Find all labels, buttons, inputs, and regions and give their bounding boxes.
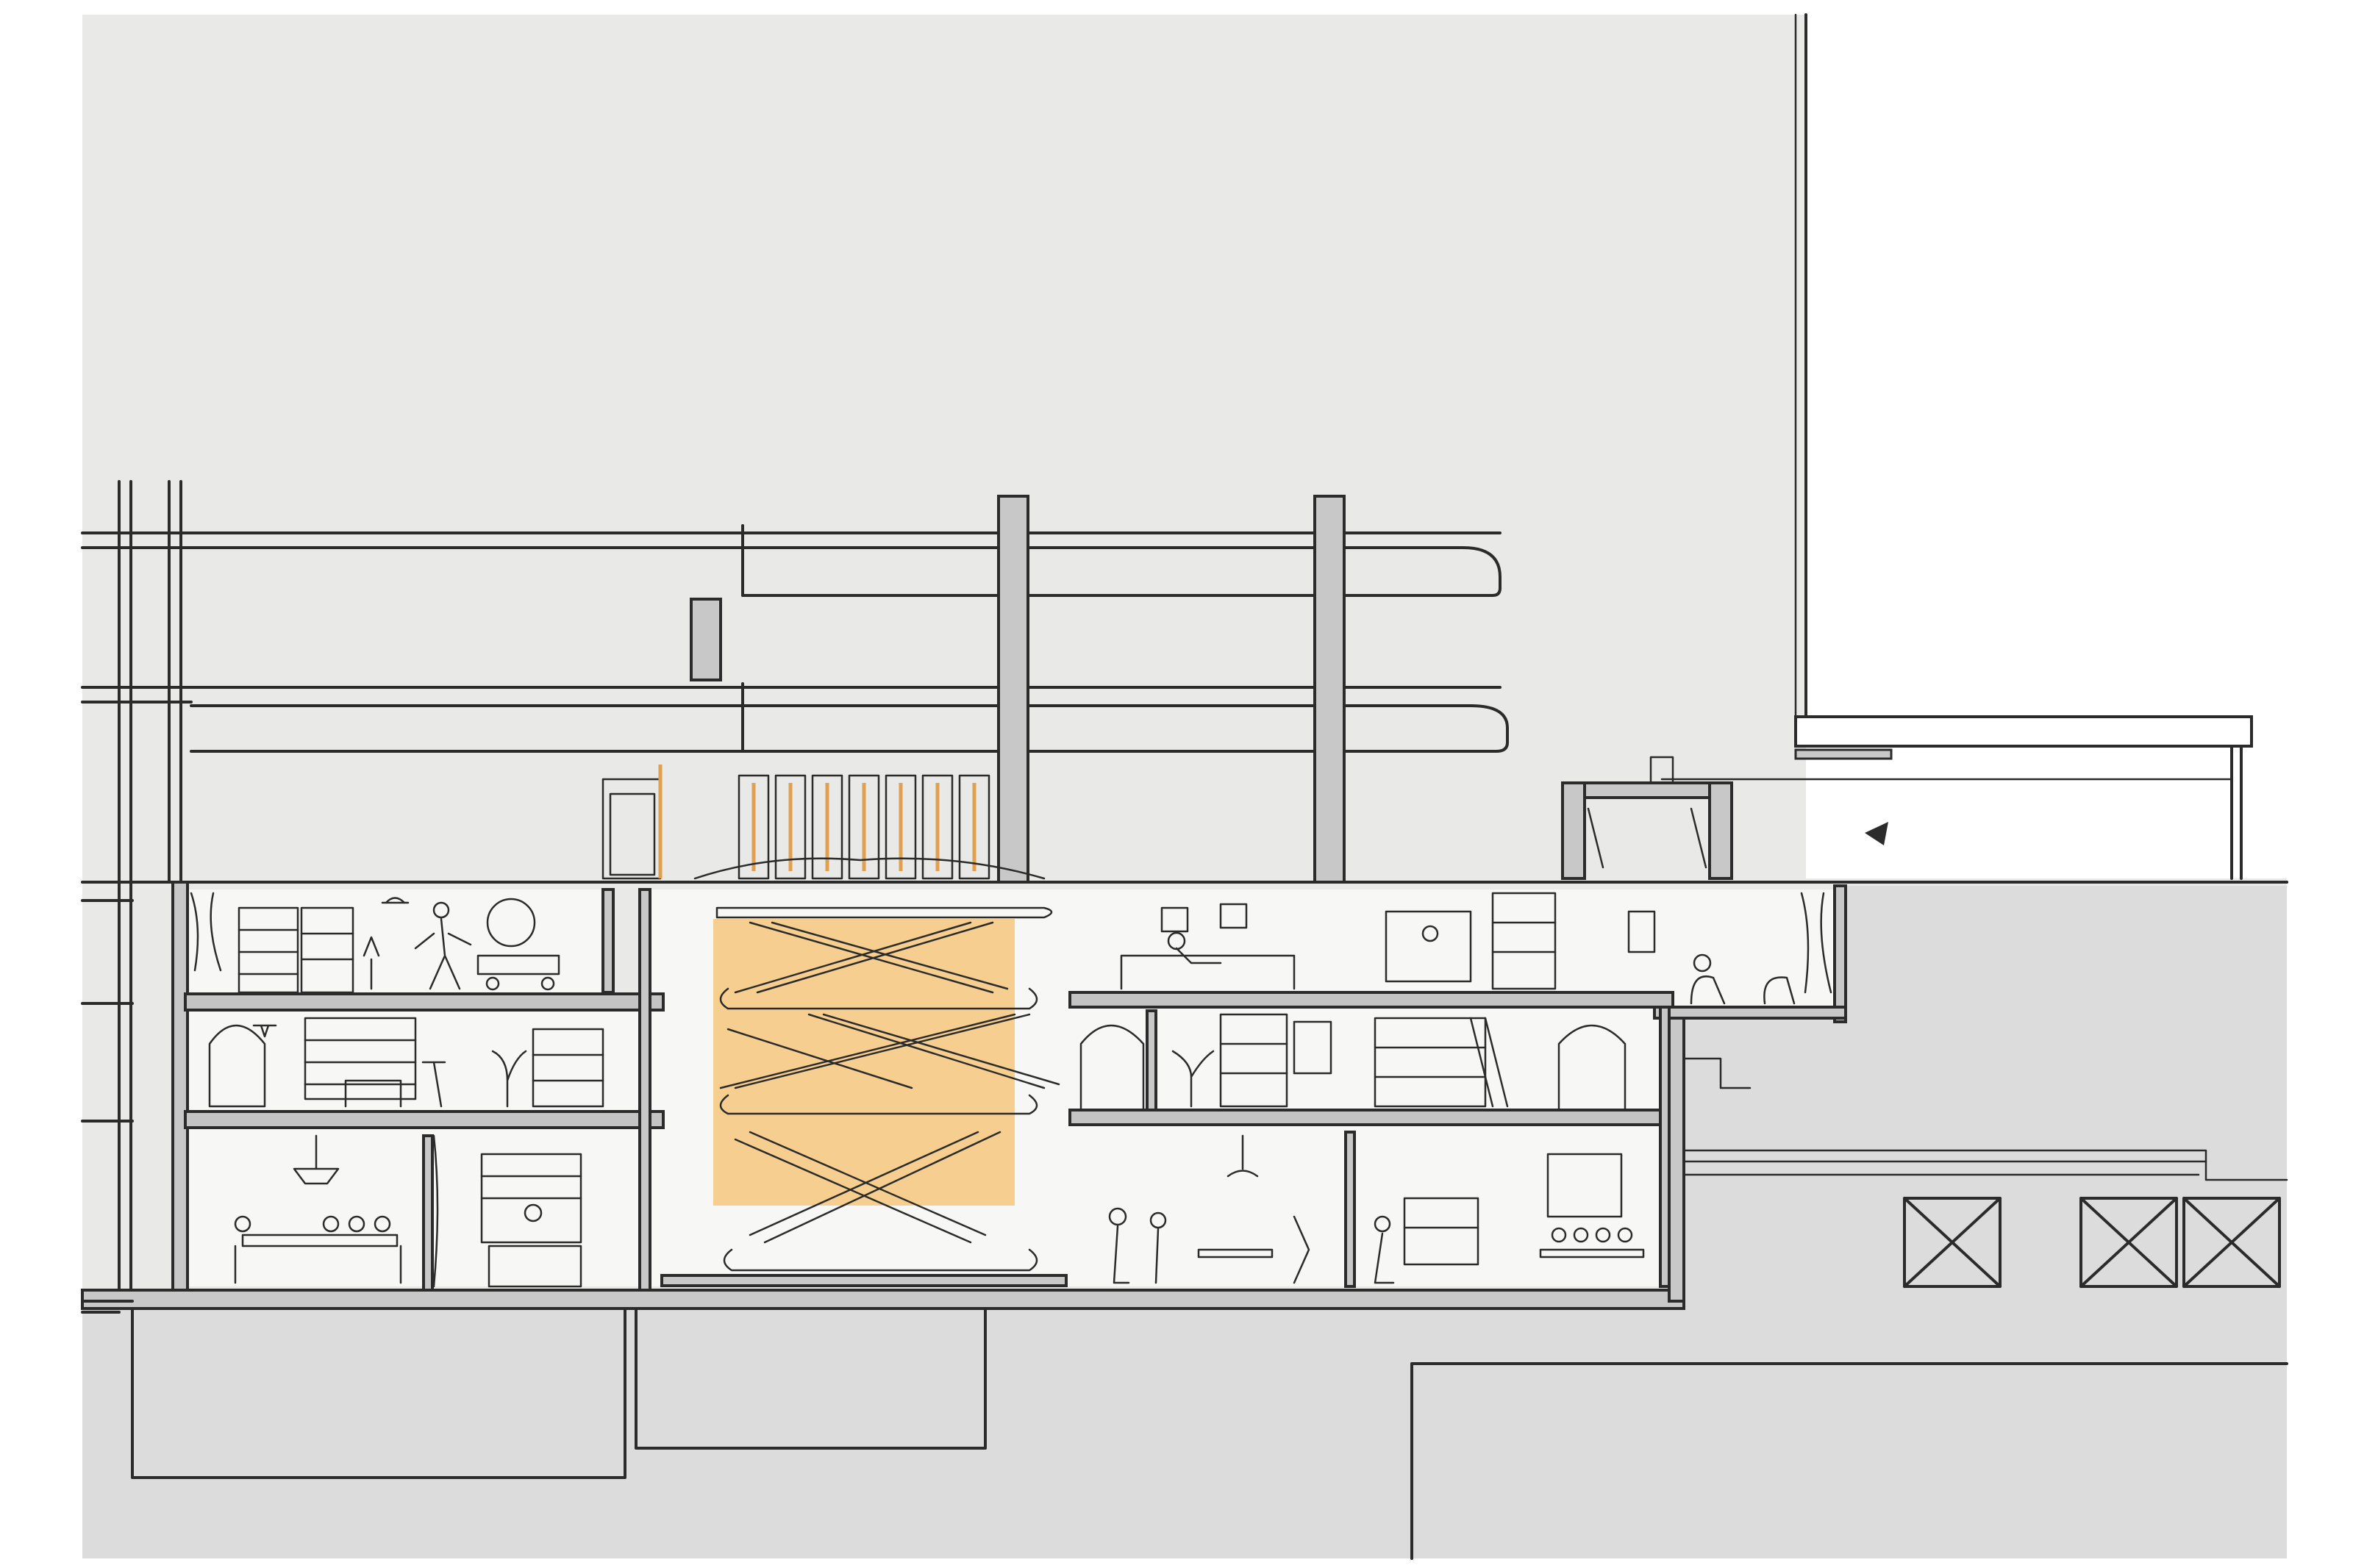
triangle-left-icon [1865,822,1888,845]
ground-mass [82,886,2287,1558]
foundations [131,1307,2288,1560]
crossed-box-icon [1903,1197,2281,1288]
glass-pavilion [601,765,1046,880]
upper-right-void [1806,15,2287,878]
interior-sketches [190,892,1832,1288]
atrium-escalators [660,906,1068,1287]
atrium-highlight [713,919,1015,1206]
entry-frame [1561,756,1733,880]
canopy-slab [1794,715,2253,748]
upper-structure [81,480,2288,1303]
canopy-lip [1794,748,1893,760]
